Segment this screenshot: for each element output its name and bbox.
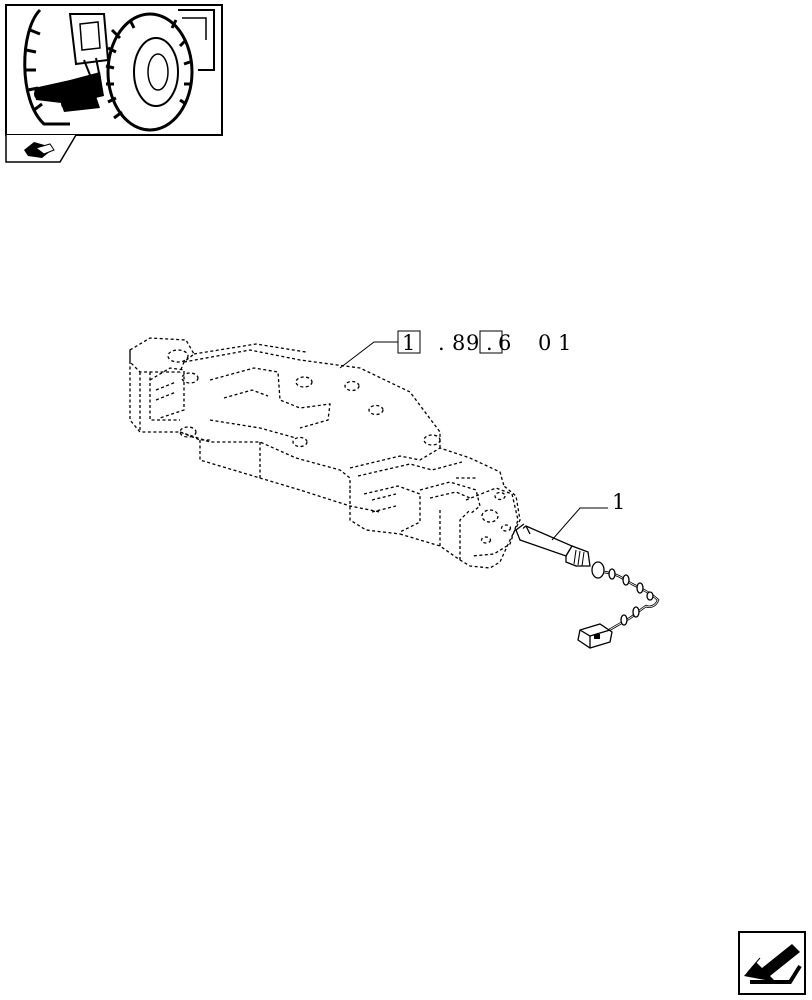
ref-seg-6: 0	[538, 331, 551, 355]
ref-seg-3: 9	[466, 331, 479, 355]
sensor-with-cable	[515, 523, 660, 649]
hitch-housing-outline	[129, 337, 521, 569]
ref-seg-4: .	[486, 331, 493, 355]
reference-code-label: 1 . 8 9 . 6 0 1	[397, 330, 571, 355]
ref-seg-5: 6	[498, 331, 511, 355]
ref-seg-0: 1	[402, 331, 415, 355]
ref-seg-1: .	[438, 331, 445, 355]
tractor-thumbnail-icon	[23, 8, 215, 132]
callout-number: 1	[612, 490, 625, 514]
reference-leader	[339, 341, 398, 369]
callout-1: 1	[551, 490, 625, 541]
ref-seg-7: 1	[558, 331, 571, 355]
ref-seg-2: 8	[452, 331, 465, 355]
book-page-icon	[24, 142, 55, 158]
next-page-arrow-icon[interactable]	[738, 931, 806, 995]
